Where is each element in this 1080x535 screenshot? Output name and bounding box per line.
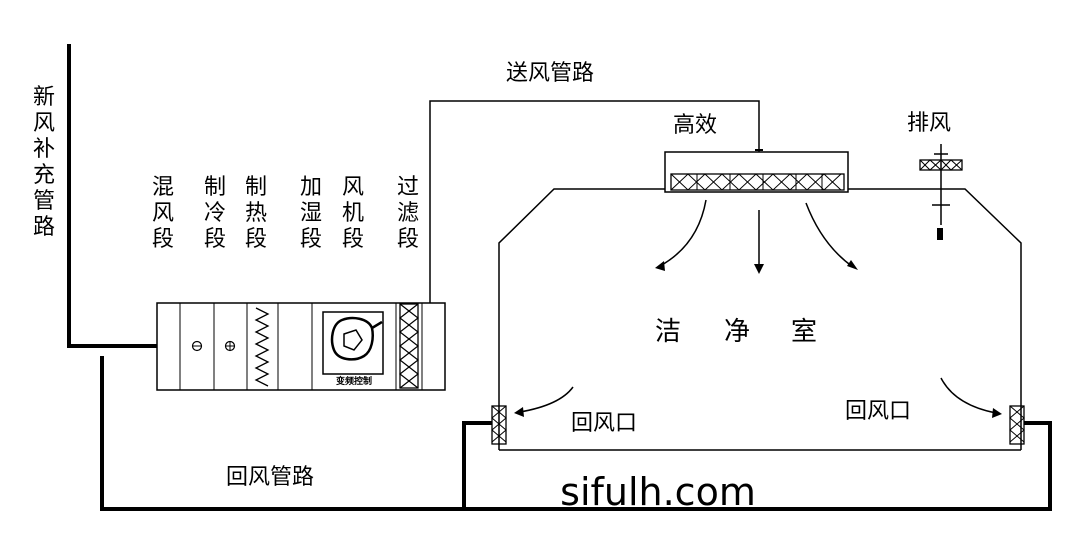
airflow-arrow-icon [519, 386, 574, 413]
ahu-section-label-filter: 过 滤 段 [397, 175, 419, 252]
section-char: 制 [204, 175, 226, 200]
fresh-air-pipe-label: 新 风 补 充 管 路 [33, 85, 55, 240]
cooling-coil-icon [191, 340, 203, 352]
ahu-section-label-humidifying: 加 湿 段 [300, 175, 322, 252]
hepa-label: 高效 [673, 113, 717, 138]
fresh-air-pipe-char: 充 [33, 163, 55, 188]
section-char: 段 [204, 227, 226, 252]
section-char: 过 [397, 175, 419, 200]
fresh-air-pipe-char: 补 [33, 137, 55, 162]
section-char: 风 [152, 201, 174, 226]
fan-icon [322, 311, 384, 375]
exhaust-damper-icon [919, 144, 963, 240]
airflow-arrows [514, 199, 1002, 418]
section-char: 混 [152, 175, 174, 200]
fresh-air-pipe-char: 路 [33, 215, 55, 240]
fresh-air-pipe-char: 新 [33, 85, 55, 110]
exhaust-label: 排风 [907, 111, 951, 136]
supply-air-pipe [429, 100, 763, 303]
return-vent-left-label: 回风口 [571, 411, 637, 436]
section-char: 冷 [204, 201, 226, 226]
air-handling-unit [156, 302, 446, 391]
section-char: 滤 [397, 201, 419, 226]
cleanroom-char: 洁 [655, 317, 681, 347]
section-char: 段 [342, 227, 364, 252]
ahu-section-label-cooling: 制 冷 段 [204, 175, 226, 252]
humidifier-icon [254, 307, 270, 387]
cleanroom-label: 洁 净 室 [655, 317, 817, 347]
section-char: 段 [152, 227, 174, 252]
section-char: 加 [300, 175, 322, 200]
hepa-filter-icon [670, 173, 845, 191]
fan-motor-label: 变频控制 [336, 375, 372, 387]
section-char: 段 [245, 227, 267, 252]
ahu-section-label-fan: 风 机 段 [342, 175, 364, 252]
return-vent-right-icon [1009, 405, 1025, 445]
return-vent-right-label: 回风口 [845, 399, 911, 424]
cleanroom-char: 净 [724, 317, 750, 347]
return-air-pipe-label: 回风管路 [226, 465, 314, 490]
cleanroom-char: 室 [791, 317, 817, 347]
supply-air-pipe-label: 送风管路 [506, 61, 594, 86]
heating-coil-icon [224, 340, 236, 352]
section-char: 机 [342, 201, 364, 226]
section-char: 段 [397, 227, 419, 252]
airflow-arrow-icon [940, 377, 997, 414]
ahu-section-label-mixing: 混 风 段 [152, 175, 174, 252]
ahu-section-label-heating: 制 热 段 [245, 175, 267, 252]
fresh-air-pipe-char: 管 [33, 189, 55, 214]
cleanroom-enclosure [498, 188, 1022, 451]
section-char: 热 [245, 201, 267, 226]
airflow-arrow-icon [805, 202, 854, 268]
fresh-air-pipe-char: 风 [33, 111, 55, 136]
airflow-arrow-icon [659, 199, 707, 267]
section-char: 段 [300, 227, 322, 252]
watermark-text: sifulh.com [560, 470, 756, 514]
return-air-pipe [100, 356, 1052, 511]
section-char: 制 [245, 175, 267, 200]
section-char: 湿 [300, 201, 322, 226]
fresh-air-pipe [67, 44, 157, 348]
section-char: 风 [342, 175, 364, 200]
ahu-filter-icon [399, 303, 419, 389]
hepa-filter-box [664, 151, 849, 193]
